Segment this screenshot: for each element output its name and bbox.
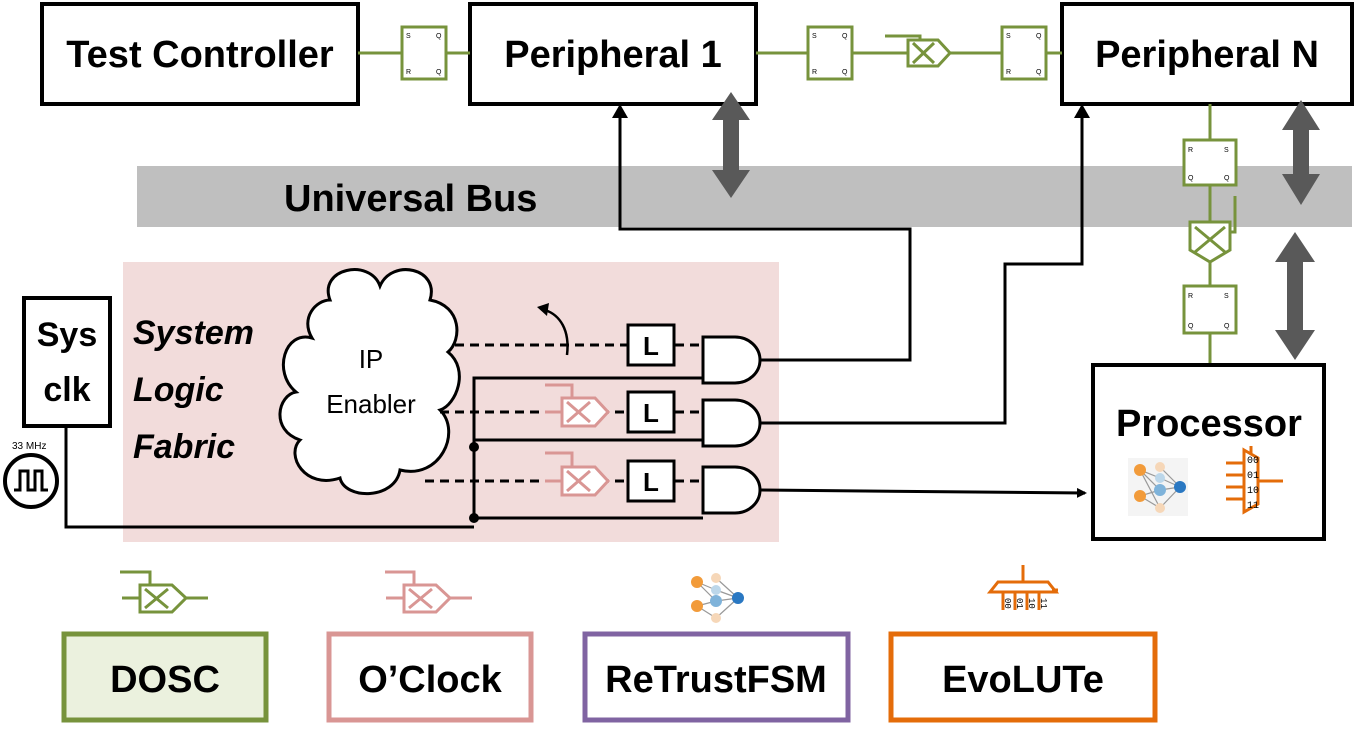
legend-dosc-label: DOSC [110, 659, 220, 701]
lut-mux-icon: 00 01 10 11 [986, 565, 1060, 610]
flip-flop-2: S Q R Q [806, 25, 854, 81]
svg-text:11: 11 [1038, 598, 1048, 609]
legend-oclock-box [326, 631, 534, 723]
svg-text:Q: Q [1224, 323, 1230, 330]
svg-text:Q: Q [842, 69, 848, 76]
svg-text:Q: Q [842, 33, 848, 40]
fabric-label-line1: System [133, 314, 254, 352]
svg-text:Q: Q [1036, 33, 1042, 40]
oclock-oscillator-icon [545, 451, 611, 497]
fabric-label-line2: Logic [133, 371, 224, 409]
and-gate-3 [701, 465, 762, 515]
svg-text:S: S [1224, 147, 1229, 154]
flip-flop-4: R S Q Q [1182, 138, 1238, 187]
svg-text:S: S [406, 33, 411, 40]
and-gate-1 [701, 335, 762, 385]
flip-flop-3: S Q R Q [1000, 25, 1048, 81]
sys-clk-label-line1: Sys [37, 316, 98, 354]
test-controller-box [40, 2, 360, 106]
enable-wires [618, 115, 1087, 498]
svg-text:R: R [812, 69, 817, 76]
svg-text:Q: Q [436, 69, 442, 76]
legend-evolute-box [888, 631, 1158, 723]
and-gate-2 [701, 398, 762, 448]
svg-text:R: R [406, 69, 411, 76]
peripheral-1-box [468, 2, 758, 106]
dosc-oscillator-icon [906, 38, 953, 68]
peripheral-n-label: Peripheral N [1095, 34, 1319, 76]
svg-text:10: 10 [1247, 486, 1259, 497]
latch-1 [626, 323, 676, 367]
universal-bus-label: Universal Bus [284, 178, 537, 220]
svg-text:R: R [1006, 69, 1011, 76]
dosc-oscillator-icon [1188, 220, 1232, 264]
svg-text:S: S [1006, 33, 1011, 40]
svg-text:Q: Q [1188, 323, 1194, 330]
clock-wires [64, 376, 703, 529]
clock-frequency-label: 33 MHz [12, 441, 46, 452]
latch-1-label: L [643, 331, 659, 361]
legend-oclock-label: O’Clock [358, 659, 502, 701]
legend-dosc-box [61, 631, 269, 723]
flip-flop-1: S Q R Q [400, 25, 448, 81]
svg-text:01: 01 [1247, 471, 1259, 482]
ip-enabler-label-line1: IP [359, 344, 384, 374]
flip-flop-5: R S Q Q [1182, 284, 1238, 335]
sys-clk-label-line2: clk [43, 371, 90, 409]
lut-mux-icon: 00 01 10 11 [1226, 446, 1283, 515]
bus-arrow-processor [1275, 232, 1315, 360]
processor-box [1091, 363, 1326, 541]
svg-text:00: 00 [1002, 598, 1012, 609]
oclock-oscillator-icon [545, 383, 611, 428]
feedback-curved-arrow [544, 308, 569, 356]
oclock-oscillator-icon [385, 570, 472, 614]
dosc-oscillator-icon [120, 570, 208, 614]
legend-evolute-label: EvoLUTe [942, 659, 1104, 701]
svg-text:Q: Q [436, 33, 442, 40]
neural-network-icon [691, 573, 744, 623]
legend-retrustfsm-label: ReTrustFSM [605, 659, 827, 701]
latch-2 [626, 390, 676, 434]
svg-text:R: R [1188, 293, 1193, 300]
svg-text:Q: Q [1036, 69, 1042, 76]
neural-network-icon [1128, 458, 1188, 516]
latch-3 [626, 459, 676, 503]
test-controller-label: Test Controller [66, 34, 334, 76]
processor-label: Processor [1116, 403, 1302, 445]
legend-retrustfsm-box [582, 631, 851, 723]
peripheral-1-label: Peripheral 1 [504, 34, 722, 76]
bus-arrow-peripheral-n [1282, 100, 1320, 205]
svg-text:Q: Q [1224, 175, 1230, 182]
latch-2-label: L [643, 398, 659, 428]
dosc-chain-wires [358, 34, 1237, 365]
svg-text:00: 00 [1247, 456, 1259, 467]
fabric-label-line3: Fabric [133, 428, 235, 466]
svg-text:R: R [1188, 147, 1193, 154]
bus-arrow-peripheral-1 [712, 92, 750, 198]
svg-text:Q: Q [1188, 175, 1194, 182]
clock-source-icon [3, 453, 59, 509]
svg-text:S: S [1224, 293, 1229, 300]
svg-text:11: 11 [1247, 501, 1259, 512]
latch-3-label: L [643, 467, 659, 497]
ip-enabler-cloud [278, 268, 461, 496]
svg-text:01: 01 [1014, 598, 1024, 609]
svg-text:S: S [812, 33, 817, 40]
peripheral-n-box [1060, 2, 1354, 106]
svg-text:10: 10 [1026, 598, 1036, 609]
ip-enabler-label-line2: Enabler [326, 389, 416, 419]
sys-clk-box [22, 296, 112, 428]
